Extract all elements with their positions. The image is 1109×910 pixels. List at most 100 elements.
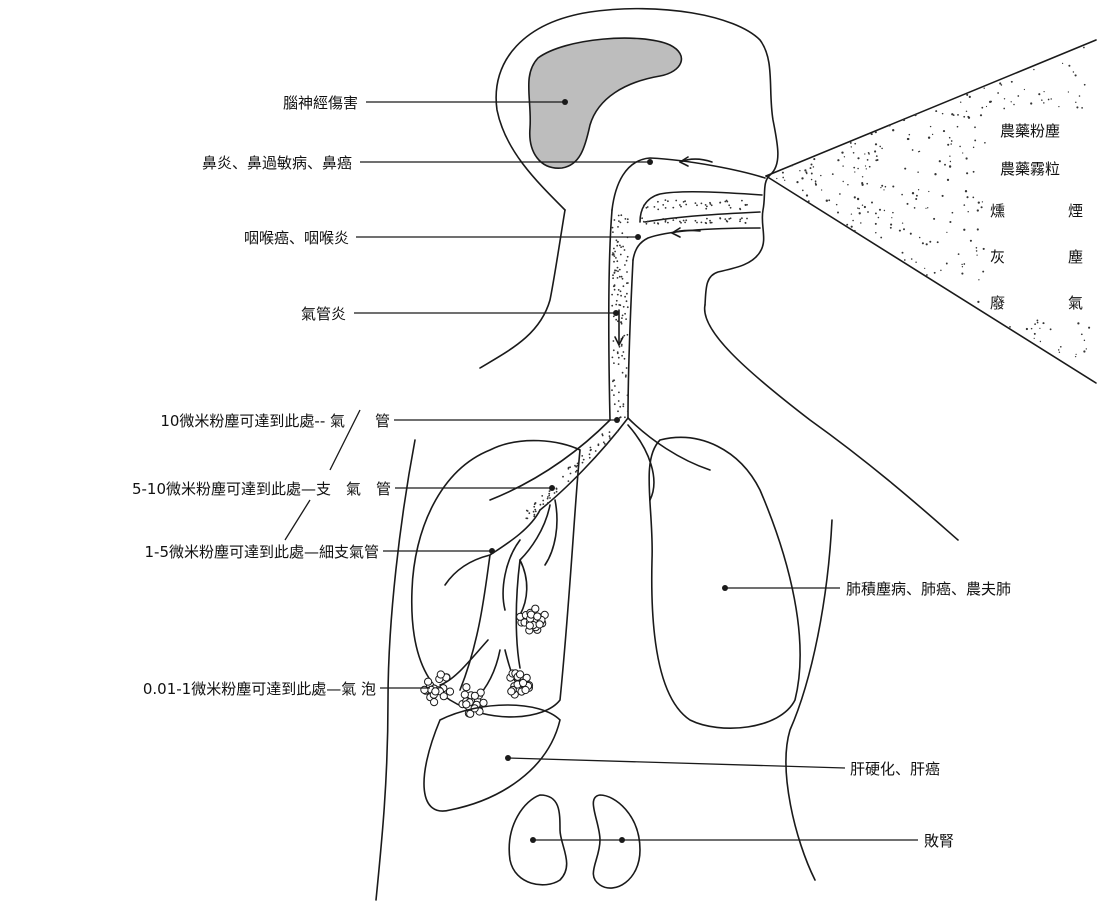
- airway-speck: [623, 351, 625, 353]
- airway: [440, 157, 765, 700]
- airway-speck: [654, 222, 656, 224]
- dust-speck: [810, 163, 812, 165]
- airway-speck: [619, 346, 621, 348]
- dust-speck: [915, 261, 916, 262]
- dust-speck: [986, 106, 987, 107]
- dust-speck: [1051, 98, 1052, 99]
- dust-speck: [791, 165, 792, 166]
- airway-speck: [624, 249, 626, 251]
- airway-speck: [621, 276, 623, 278]
- airway-speck: [726, 221, 728, 223]
- dust-speck: [853, 167, 855, 169]
- label-bronchiole-1-5um: 1-5微米粉塵可達到此處—細支氣管: [144, 543, 379, 561]
- dust-speck: [1058, 106, 1059, 107]
- airway-speck: [622, 405, 624, 407]
- airway-speck: [527, 518, 529, 520]
- airway-speck: [667, 222, 669, 224]
- airway-speck: [617, 431, 619, 433]
- airway-speck: [622, 246, 624, 248]
- dust-speck: [934, 272, 936, 274]
- airway-speck: [535, 511, 537, 513]
- label-throat-diseases: 咽喉癌、咽喉炎: [244, 229, 349, 247]
- dust-speck: [859, 212, 861, 214]
- dust-speck: [960, 102, 961, 103]
- dust-speck: [867, 211, 869, 213]
- alveolus: [425, 678, 432, 685]
- airway-speck: [730, 207, 732, 209]
- dust-speck: [885, 186, 887, 188]
- dust-speck: [801, 177, 803, 179]
- airway-speck: [612, 277, 614, 279]
- dust-speck: [821, 189, 822, 190]
- alveoli-clusters: [421, 605, 549, 717]
- airway-speck: [665, 207, 667, 209]
- airway-speck: [616, 300, 618, 302]
- airway-speck: [612, 227, 614, 229]
- airway-speck: [554, 492, 556, 494]
- dust-speck: [950, 161, 951, 162]
- airway-speck: [582, 462, 584, 464]
- airway-speck: [534, 514, 536, 516]
- alveolus: [508, 688, 515, 695]
- dust-speck: [869, 166, 871, 168]
- dust-speck: [1038, 93, 1040, 95]
- dust-speck: [940, 270, 941, 271]
- label-brain-damage: 腦神經傷害: [283, 94, 358, 112]
- dust-speck: [861, 182, 863, 184]
- label-tracheitis: 氣管炎: [301, 305, 346, 323]
- dust-speck: [826, 200, 828, 202]
- dust-speck: [903, 119, 905, 121]
- airway-speck: [626, 260, 628, 262]
- airway-speck: [739, 209, 741, 211]
- dust-speck: [892, 185, 894, 187]
- airway-speck: [746, 218, 748, 220]
- source-smoke-left: 燻: [990, 202, 1005, 220]
- dust-speck: [914, 114, 916, 116]
- dust-speck: [947, 144, 949, 146]
- airway-speck: [626, 367, 628, 369]
- airway-speck: [619, 276, 621, 278]
- dust-speck: [875, 223, 877, 225]
- airway-speck: [570, 473, 572, 475]
- dust-speck: [880, 187, 881, 188]
- dust-speck: [1068, 91, 1069, 92]
- leader-lines: [354, 99, 918, 843]
- airway-speck: [643, 205, 645, 207]
- dust-speck: [857, 157, 859, 159]
- airway-speck: [627, 306, 629, 308]
- dust-speck: [909, 134, 911, 136]
- dust-speck: [917, 171, 919, 173]
- airway-speck: [705, 204, 707, 206]
- dust-speck: [862, 204, 863, 205]
- airway-speck: [627, 218, 629, 220]
- airway-speck: [618, 400, 620, 402]
- alveolus: [432, 688, 439, 695]
- airway-speck: [626, 300, 628, 302]
- airway-speck: [695, 202, 697, 204]
- airway-speck: [719, 217, 721, 219]
- dust-speck: [903, 228, 905, 230]
- dust-speck: [875, 232, 876, 233]
- airway-speck: [711, 204, 713, 206]
- airway-speck: [613, 316, 615, 318]
- airway-speck: [615, 319, 617, 321]
- dust-speck: [1048, 99, 1050, 101]
- dust-speck: [836, 204, 838, 206]
- dust-speck: [926, 274, 928, 276]
- airway-speck: [619, 304, 621, 306]
- airway-speck: [627, 282, 629, 284]
- dust-speck: [982, 201, 983, 202]
- right-lung: [649, 437, 800, 728]
- airway-speck: [622, 372, 624, 374]
- dust-speck: [967, 116, 969, 118]
- dust-speck: [875, 131, 877, 133]
- dust-speck: [963, 263, 965, 265]
- airway-speck: [614, 219, 616, 221]
- source-ash: 灰: [990, 248, 1005, 266]
- dust-speck: [966, 157, 968, 159]
- airway-speck: [641, 217, 643, 219]
- airway-speck: [625, 374, 627, 376]
- airway-speck: [657, 222, 659, 224]
- airway-speck: [618, 363, 620, 365]
- airway-speck: [533, 506, 535, 508]
